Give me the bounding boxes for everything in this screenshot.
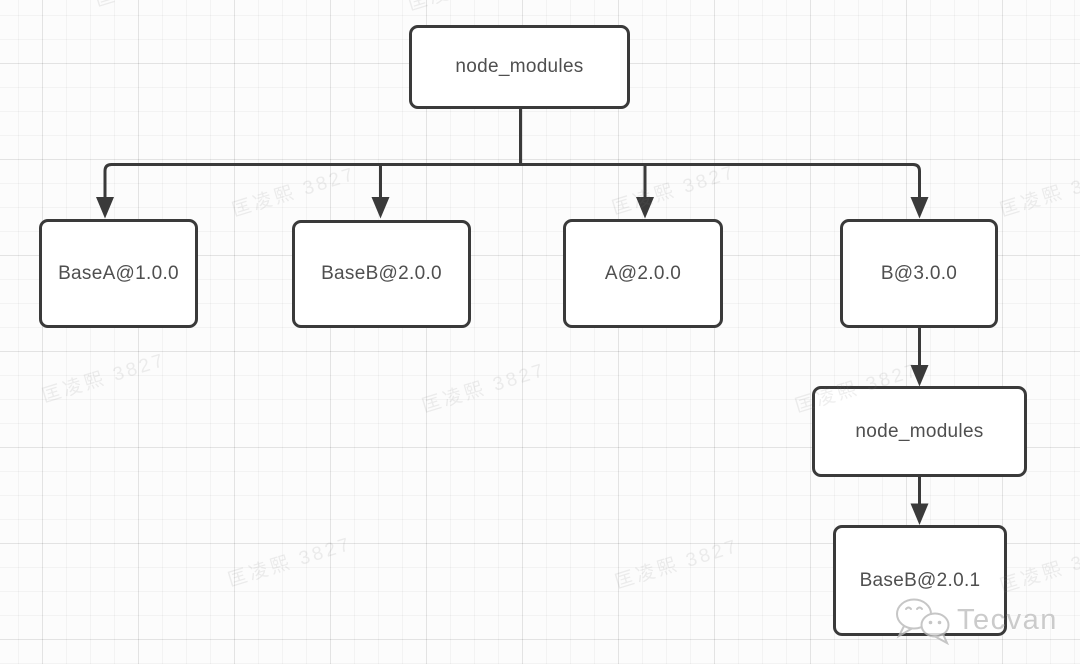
node-baseB: BaseB@2.0.0 — [292, 220, 471, 328]
arrowhead-b — [910, 197, 929, 219]
node-b-label: B@3.0.0 — [880, 262, 958, 284]
arrowhead-nested-modules — [910, 365, 929, 387]
edge-fanout-rail — [103, 163, 921, 204]
node-b: B@3.0.0 — [840, 219, 998, 328]
node-baseB201-label: BaseB@2.0.1 — [859, 569, 981, 591]
arrowhead-baseB — [371, 197, 390, 219]
arrowhead-baseB201 — [910, 503, 929, 525]
node-baseB201: BaseB@2.0.1 — [833, 525, 1007, 636]
node-nested-modules-label: node_modules — [855, 420, 984, 442]
node-a: A@2.0.0 — [563, 219, 723, 328]
arrowhead-baseA — [96, 197, 114, 219]
arrowhead-a — [636, 197, 654, 219]
node-baseB-label: BaseB@2.0.0 — [321, 263, 442, 284]
node-baseA-label: BaseA@1.0.0 — [58, 262, 179, 284]
node-root-label: node_modules — [455, 56, 584, 77]
node-a-label: A@2.0.0 — [604, 262, 682, 284]
node-baseA: BaseA@1.0.0 — [39, 219, 198, 328]
node-nested-modules: node_modules — [812, 386, 1027, 477]
node-root: node_modules — [409, 25, 630, 109]
